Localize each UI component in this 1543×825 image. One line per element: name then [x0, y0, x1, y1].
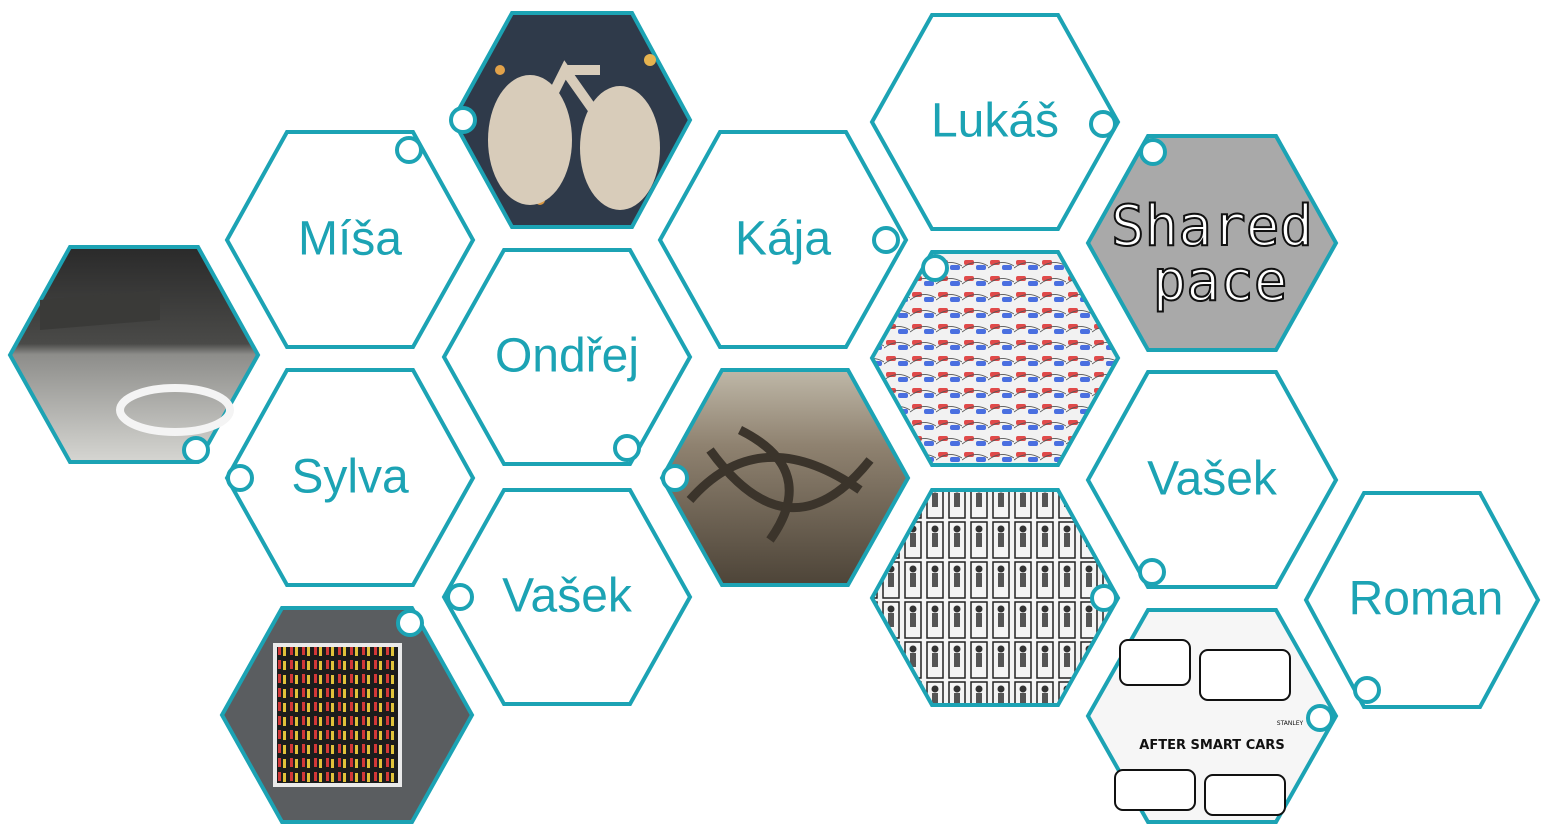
hex-connector-icon	[182, 436, 210, 464]
cartoon-cars-shape	[1114, 639, 1291, 816]
hex-connector-icon	[396, 609, 424, 637]
hex-connector-icon	[1138, 558, 1166, 586]
picture-tile-car-swarm	[869, 250, 1121, 467]
hex-connector-icon	[1139, 138, 1167, 166]
shared-space-line1: Shared	[1111, 194, 1313, 259]
name-tile-ondrej: Ondřej	[441, 248, 693, 466]
picture-tile-bike-symbol-asphalt	[449, 11, 693, 229]
name-label-lukas: Lukáš	[931, 95, 1059, 148]
name-tile-misa: Míša	[224, 130, 476, 349]
cartoon-caption: AFTER SMART CARS	[1139, 738, 1284, 753]
name-tile-lukas: Lukáš	[869, 13, 1121, 231]
road-knot-shape	[686, 425, 874, 543]
hex-connector-icon	[1089, 110, 1117, 138]
hex-connector-icon	[1090, 584, 1118, 612]
hex-connector-icon	[921, 254, 949, 282]
hex-connector-icon	[226, 464, 254, 492]
name-tile-vasek-right: Vašek	[1085, 370, 1339, 589]
bike-lane-marking	[116, 384, 234, 436]
name-label-ondrej: Ondřej	[495, 330, 639, 383]
shared-space-line2: pace	[1153, 249, 1288, 314]
name-label-roman: Roman	[1349, 573, 1504, 626]
name-label-sylva: Sylva	[291, 451, 409, 504]
building-shape	[40, 290, 160, 330]
picture-tile-parked-bikes	[219, 606, 475, 824]
hex-connector-icon	[1306, 704, 1334, 732]
picture-tile-smart-cars-cartoon: AFTER SMART CARS STANLEY	[1085, 608, 1339, 824]
hex-connector-icon	[661, 464, 689, 492]
name-label-vasek-left: Vašek	[502, 570, 633, 623]
hex-connector-icon	[446, 583, 474, 611]
hex-connector-icon	[613, 434, 641, 462]
hex-connector-icon	[872, 226, 900, 254]
picture-tile-street-bike-lane	[7, 245, 261, 464]
name-tile-kaja: Kája	[657, 130, 909, 349]
picture-tile-highway-knot	[659, 368, 911, 587]
picture-tile-shared-space: Shared pace	[1085, 134, 1339, 352]
hex-connector-icon	[395, 136, 423, 164]
cartoon-signature: STANLEY	[1277, 720, 1304, 727]
name-label-vasek-right: Vašek	[1147, 453, 1278, 506]
name-label-misa: Míša	[298, 213, 402, 266]
name-tile-vasek-left: Vašek	[441, 488, 693, 706]
name-tile-roman: Roman	[1303, 491, 1541, 709]
picture-tile-people-in-boxes	[869, 488, 1121, 707]
hex-connector-icon	[1353, 676, 1381, 704]
name-tile-sylva: Sylva	[224, 368, 476, 587]
name-label-kaja: Kája	[735, 213, 831, 266]
hex-connector-icon	[449, 106, 477, 134]
bike-pile-shape	[273, 643, 402, 787]
